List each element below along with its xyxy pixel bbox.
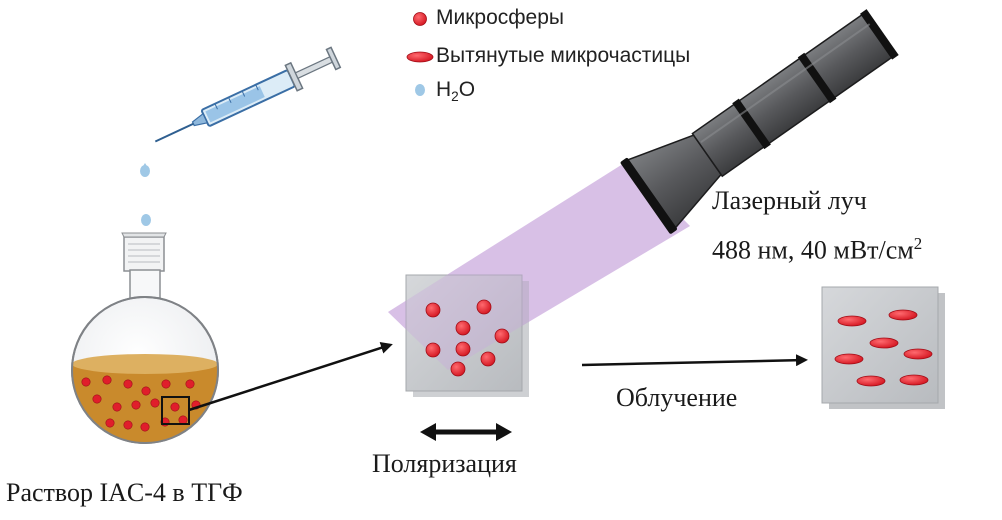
transfer-arrow	[188, 342, 393, 412]
laser-emitter-icon	[620, 9, 899, 234]
legend-water-label: H2O	[436, 78, 476, 105]
solution-label: Раствор IAC-4 в ТГФ	[6, 478, 243, 507]
double-headed-arrow-icon	[420, 423, 512, 441]
irradiation-arrow	[581, 354, 808, 367]
legend-markers	[406, 12, 434, 96]
polarization-label: Поляризация	[372, 449, 517, 478]
syringe-icon	[154, 46, 342, 143]
round-bottom-flask-icon	[71, 232, 219, 444]
legend-microsphere-icon	[413, 12, 427, 26]
legend-elongated-label: Вытянутые микрочастицы	[436, 44, 691, 67]
legend-microspheres-label: Микросферы	[436, 6, 564, 29]
laser-beam-overlay	[388, 162, 690, 370]
laser-caption-line1: Лазерный луч	[712, 186, 867, 215]
irradiation-label: Облучение	[616, 383, 738, 412]
sample-microspheres	[425, 299, 510, 377]
zoom-region-box	[161, 396, 190, 425]
legend-water-icon	[415, 84, 425, 96]
legend-elongated-icon	[406, 51, 434, 63]
laser-caption-line2: 488 нм, 40 мВт/см2	[712, 234, 923, 265]
elongated-microparticles	[834, 309, 933, 387]
